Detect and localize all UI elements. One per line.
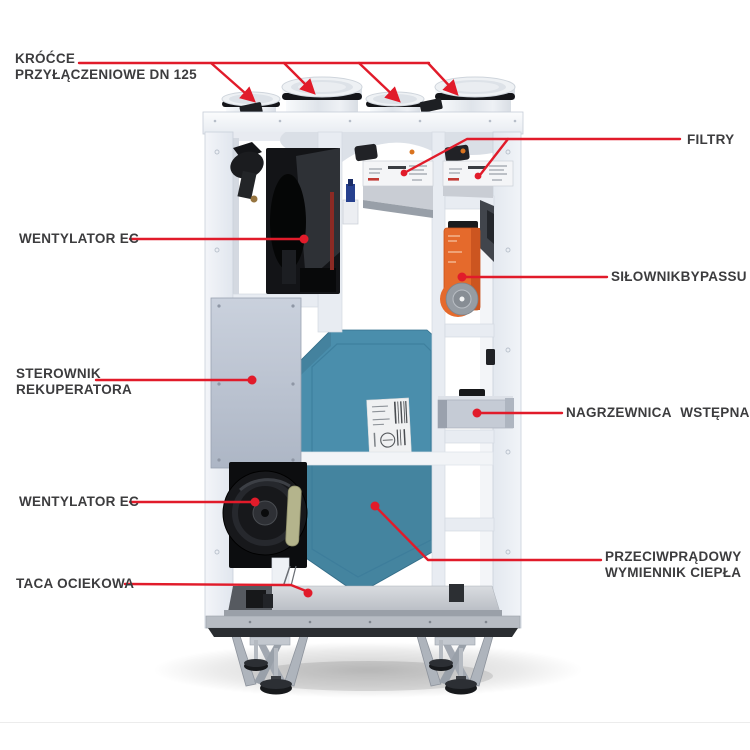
label-wentylator-ec-dolny: WENTYLATOR EC [19,494,139,510]
callout-lines [77,61,682,598]
leg-left [231,635,309,695]
label-line: FILTRY [687,132,735,147]
cabinet-right-wall [492,131,522,629]
label-przeciwpradowy-wymiennik: PRZECIWPRĄDOWY WYMIENNIK CIEPŁA [605,549,742,580]
duct-ports [221,76,516,117]
latch [486,349,495,365]
duct-port-2 [281,76,363,115]
label-silownik-bypassu: SIŁOWNIKBYPASSU [611,269,747,285]
callout-nagrzewnica [472,408,564,418]
callout-wentylator-dolny [128,497,260,507]
label-line: PRZECIWPRĄDOWY [605,549,742,564]
label-sterownik-rekuperatora: STEROWNIK REKUPERATORA [16,366,132,397]
label-line: WENTYLATOR EC [19,231,140,246]
duct-port-3 [365,91,425,115]
callout-przeciwpradowy [370,501,603,562]
callout-taca [123,582,313,598]
label-filtry: FILTRY [687,132,734,148]
label-line: NAGRZEWNICA WSTĘPNA [566,405,750,420]
label-line: WYMIENNIK CIEPŁA [605,564,742,580]
duct-stub [230,142,264,203]
fan-ec-bottom [222,462,308,568]
label-line: STEROWNIK [16,366,101,381]
fan-ec-top [266,148,340,294]
filter-1 [362,160,434,218]
callout-sterownik [94,375,257,385]
filter-2 [442,160,514,198]
page-divider [0,722,750,723]
callout-filtry [400,137,682,180]
cabinet-top-cap [202,111,524,135]
callout-krocce [77,61,459,103]
label-line: SIŁOWNIKBYPASSU [611,269,747,284]
callout-wentylator-gorny [128,234,309,244]
clamp-right [419,98,443,113]
sensor-cap [346,184,355,202]
sensor-body [342,199,359,225]
label-line: WENTYLATOR EC [19,494,140,509]
label-line: KRÓĆCE [15,51,76,66]
controller-panel [210,297,302,469]
label-krocce-przylaczeniowe: KRÓĆCE PRZYŁĄCZENIOWE DN 125 [15,51,197,82]
red-cable [330,192,334,270]
leg-right [416,635,494,695]
sensor-bay [330,179,359,270]
bypass-actuator [440,200,495,365]
label-line: PRZYŁĄCZENIOWE DN 125 [15,66,197,82]
label-nagrzewnica-wstepna: NAGRZEWNICA WSTĘPNA [566,405,750,421]
label-line: TACA OCIEKOWA [16,576,135,591]
filters [354,143,514,218]
unit-legs [231,635,494,695]
label-line: REKUPERATORA [16,381,132,397]
unit-shadow [153,642,583,698]
label-wentylator-ec-gorny: WENTYLATOR EC [19,231,139,247]
label-taca-ociekowa: TACA OCIEKOWA [16,576,134,592]
capacitor [285,485,302,547]
cabinet-base [205,615,521,637]
callout-silownik [457,272,609,282]
exchanger-spec-label [366,397,412,456]
